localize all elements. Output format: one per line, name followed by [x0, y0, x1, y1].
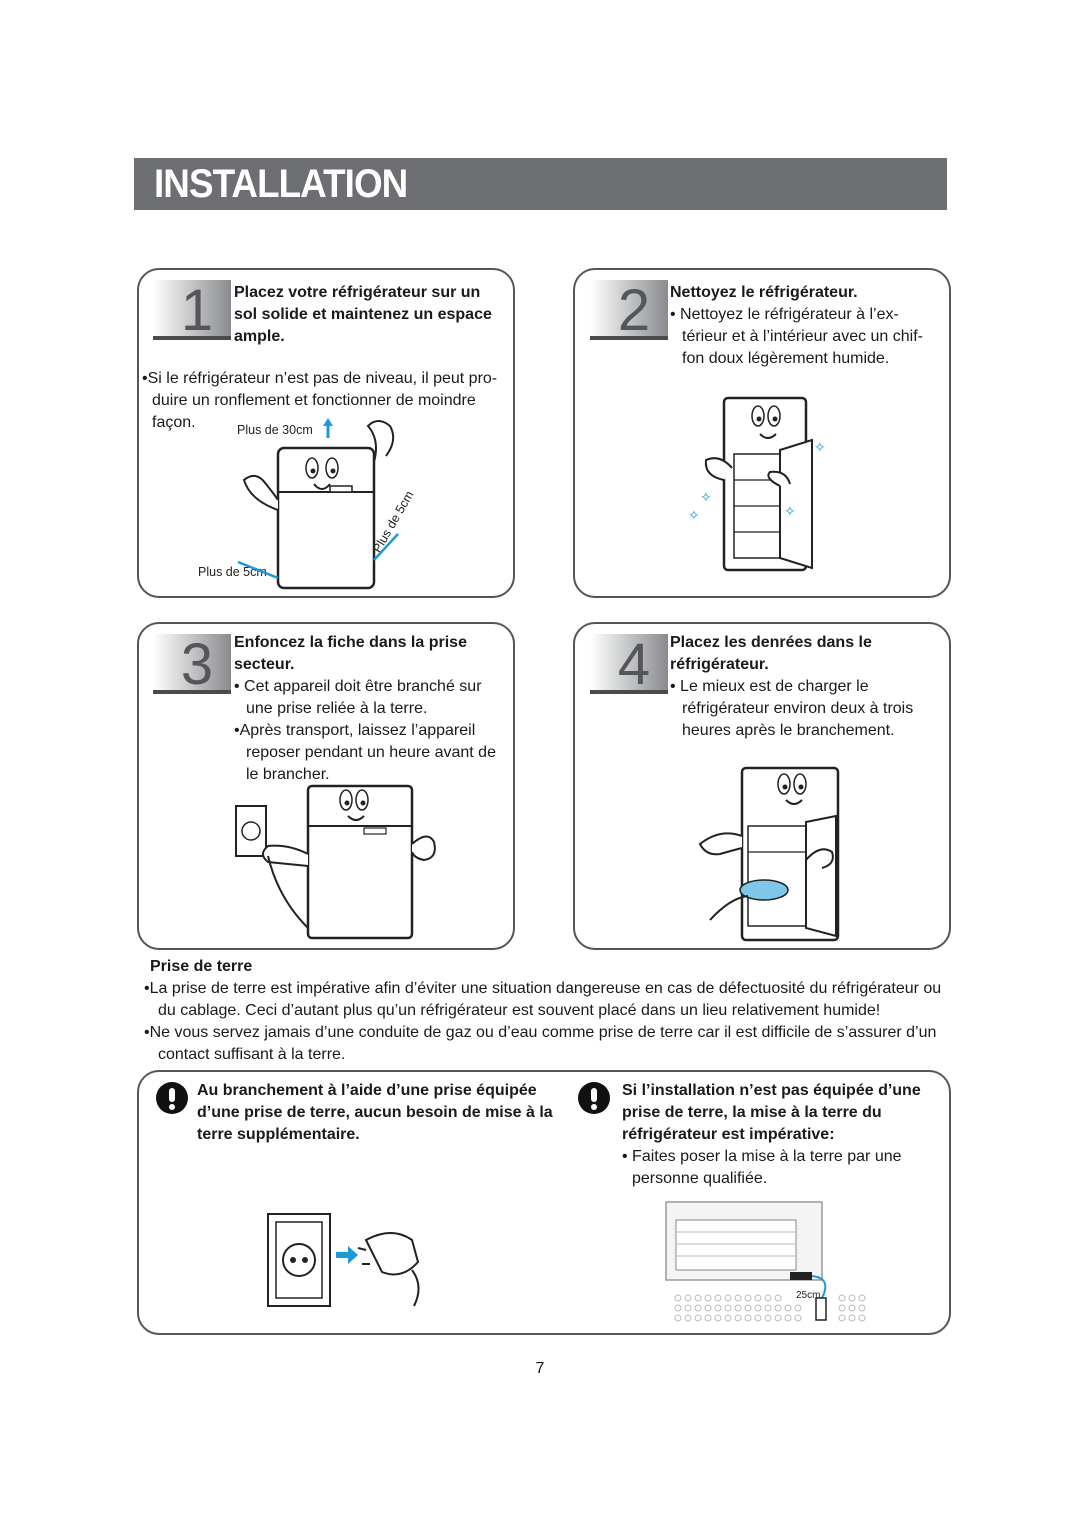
step-4-heading-line: Placez les denrées dans le — [670, 634, 872, 651]
step-3-heading-line: secteur. — [234, 656, 295, 673]
warning-2-body-line: • Faites poser la mise à la terre par un… — [622, 1148, 902, 1165]
step-4-body-line: réfrigérateur environ deux à trois — [682, 700, 914, 717]
ground-bullet-line: contact suffisant à la terre. — [158, 1046, 346, 1063]
step-3-heading: Enfoncez la fiche dans la prise secteur. — [234, 632, 467, 676]
plug-in-illustration — [235, 784, 436, 940]
step-3-body-line: reposer pendant un heure avant de — [246, 744, 496, 761]
svg-text:✧: ✧ — [700, 490, 712, 506]
warning-icon — [578, 1082, 610, 1114]
grounding-wire-illustration — [665, 1201, 866, 1322]
svg-text:4: 4 — [618, 634, 650, 696]
warning-2-body-line: personne qualifiée. — [632, 1170, 768, 1187]
step-2-heading-line: Nettoyez le réfrigérateur. — [670, 284, 858, 301]
step-3-heading-line: Enfoncez la fiche dans la prise — [234, 634, 467, 651]
svg-text:1: 1 — [181, 280, 213, 342]
step-4-body-line: • Le mieux est de charger le — [670, 678, 869, 695]
step-4-heading: Placez les denrées dans le réfrigérateur… — [670, 632, 872, 676]
step-3-body-line: le brancher. — [246, 766, 330, 783]
page-number: 7 — [535, 1360, 545, 1377]
fridge-cleaning-illustration: ✧ ✧ ✧ ✧ — [688, 396, 826, 572]
warning-2-heading-line: prise de terre, la mise à la terre du — [622, 1104, 882, 1121]
warning-1-heading-line: d’une prise de terre, aucun besoin de mi… — [197, 1104, 553, 1121]
step-1-body: •Si le réfrigérateur n’est pas de niveau… — [142, 368, 510, 434]
step-3-body-line: • Cet appareil doit être branché sur — [234, 678, 482, 695]
step-2-heading: Nettoyez le réfrigérateur. — [670, 282, 858, 304]
step-3-body: • Cet appareil doit être branché sur une… — [234, 676, 496, 786]
clearance-top-label: Plus de 30cm — [237, 423, 313, 437]
fridge-clearance-illustration — [237, 418, 399, 590]
warning-1-heading-line: terre supplémentaire. — [197, 1126, 360, 1143]
page-title: INSTALLATION — [154, 162, 408, 206]
step-2-number: 2 — [590, 280, 668, 342]
step-4-body-line: heures après le branchement. — [682, 722, 895, 739]
step-2-body: • Nettoyez le réfrigérateur à l’ex- téri… — [670, 304, 923, 370]
step-2-body-line: fon doux légèrement humide. — [682, 350, 890, 367]
warning-2-heading-line: réfrigérateur est impérative: — [622, 1126, 835, 1143]
socket-plug-illustration — [267, 1213, 420, 1307]
step-1-number: 1 — [153, 280, 231, 342]
svg-text:2: 2 — [618, 280, 650, 342]
step-1-body-line: façon. — [152, 414, 196, 431]
step-1-body-line: duire un ronflement et fonctionner de mo… — [152, 392, 476, 409]
warning-2-heading: Si l’installation n’est pas équipée d’un… — [622, 1080, 921, 1146]
warning-1-heading: Au branchement à l’aide d’une prise équi… — [197, 1080, 553, 1146]
svg-text:✧: ✧ — [688, 508, 700, 524]
step-2-body-line: térieur et à l’intérieur avec un chif- — [682, 328, 923, 345]
ground-bullet-line: •La prise de terre est impérative afin d… — [144, 980, 942, 997]
step-1-body-line: •Si le réfrigérateur n’est pas de niveau… — [142, 370, 498, 387]
warning-1-heading-line: Au branchement à l’aide d’une prise équi… — [197, 1082, 537, 1099]
svg-text:3: 3 — [181, 634, 213, 696]
ground-bullet-line: du cablage. Ceci d’autant plus qu’un réf… — [158, 1002, 881, 1019]
step-1-heading-line: ample. — [234, 328, 285, 345]
step-1-heading-line: sol solide et maintenez un espace — [234, 306, 492, 323]
warning-2-heading-line: Si l’installation n’est pas équipée d’un… — [622, 1082, 921, 1099]
svg-text:✧: ✧ — [784, 504, 796, 520]
warning-2-body: • Faites poser la mise à la terre par un… — [622, 1146, 902, 1190]
step-2-body-line: • Nettoyez le réfrigérateur à l’ex- — [670, 306, 899, 323]
step-4-body: • Le mieux est de charger le réfrigérate… — [670, 676, 913, 742]
step-4-heading-line: réfrigérateur. — [670, 656, 769, 673]
clearance-left-label: Plus de 5cm — [198, 565, 267, 579]
step-3-body-line: une prise reliée à la terre. — [246, 700, 428, 717]
ground-heading: Prise de terre — [150, 958, 253, 975]
step-4-number: 4 — [590, 634, 668, 696]
ground-bullet-line: •Ne vous servez jamais d’une conduite de… — [144, 1024, 937, 1041]
step-3-body-line: •Après transport, laissez l’appareil — [234, 722, 476, 739]
ground-distance-label: 25cm — [796, 1290, 821, 1301]
title-bar — [134, 158, 947, 210]
step-3-number: 3 — [153, 634, 231, 696]
step-1-heading-line: Placez votre réfrigérateur sur un — [234, 284, 481, 301]
loading-food-illustration — [698, 766, 840, 942]
step-1-heading: Placez votre réfrigérateur sur un sol so… — [234, 282, 492, 348]
ground-bullets: •La prise de terre est impérative afin d… — [144, 978, 954, 1066]
svg-text:✧: ✧ — [814, 440, 826, 456]
warning-icon — [156, 1082, 188, 1114]
